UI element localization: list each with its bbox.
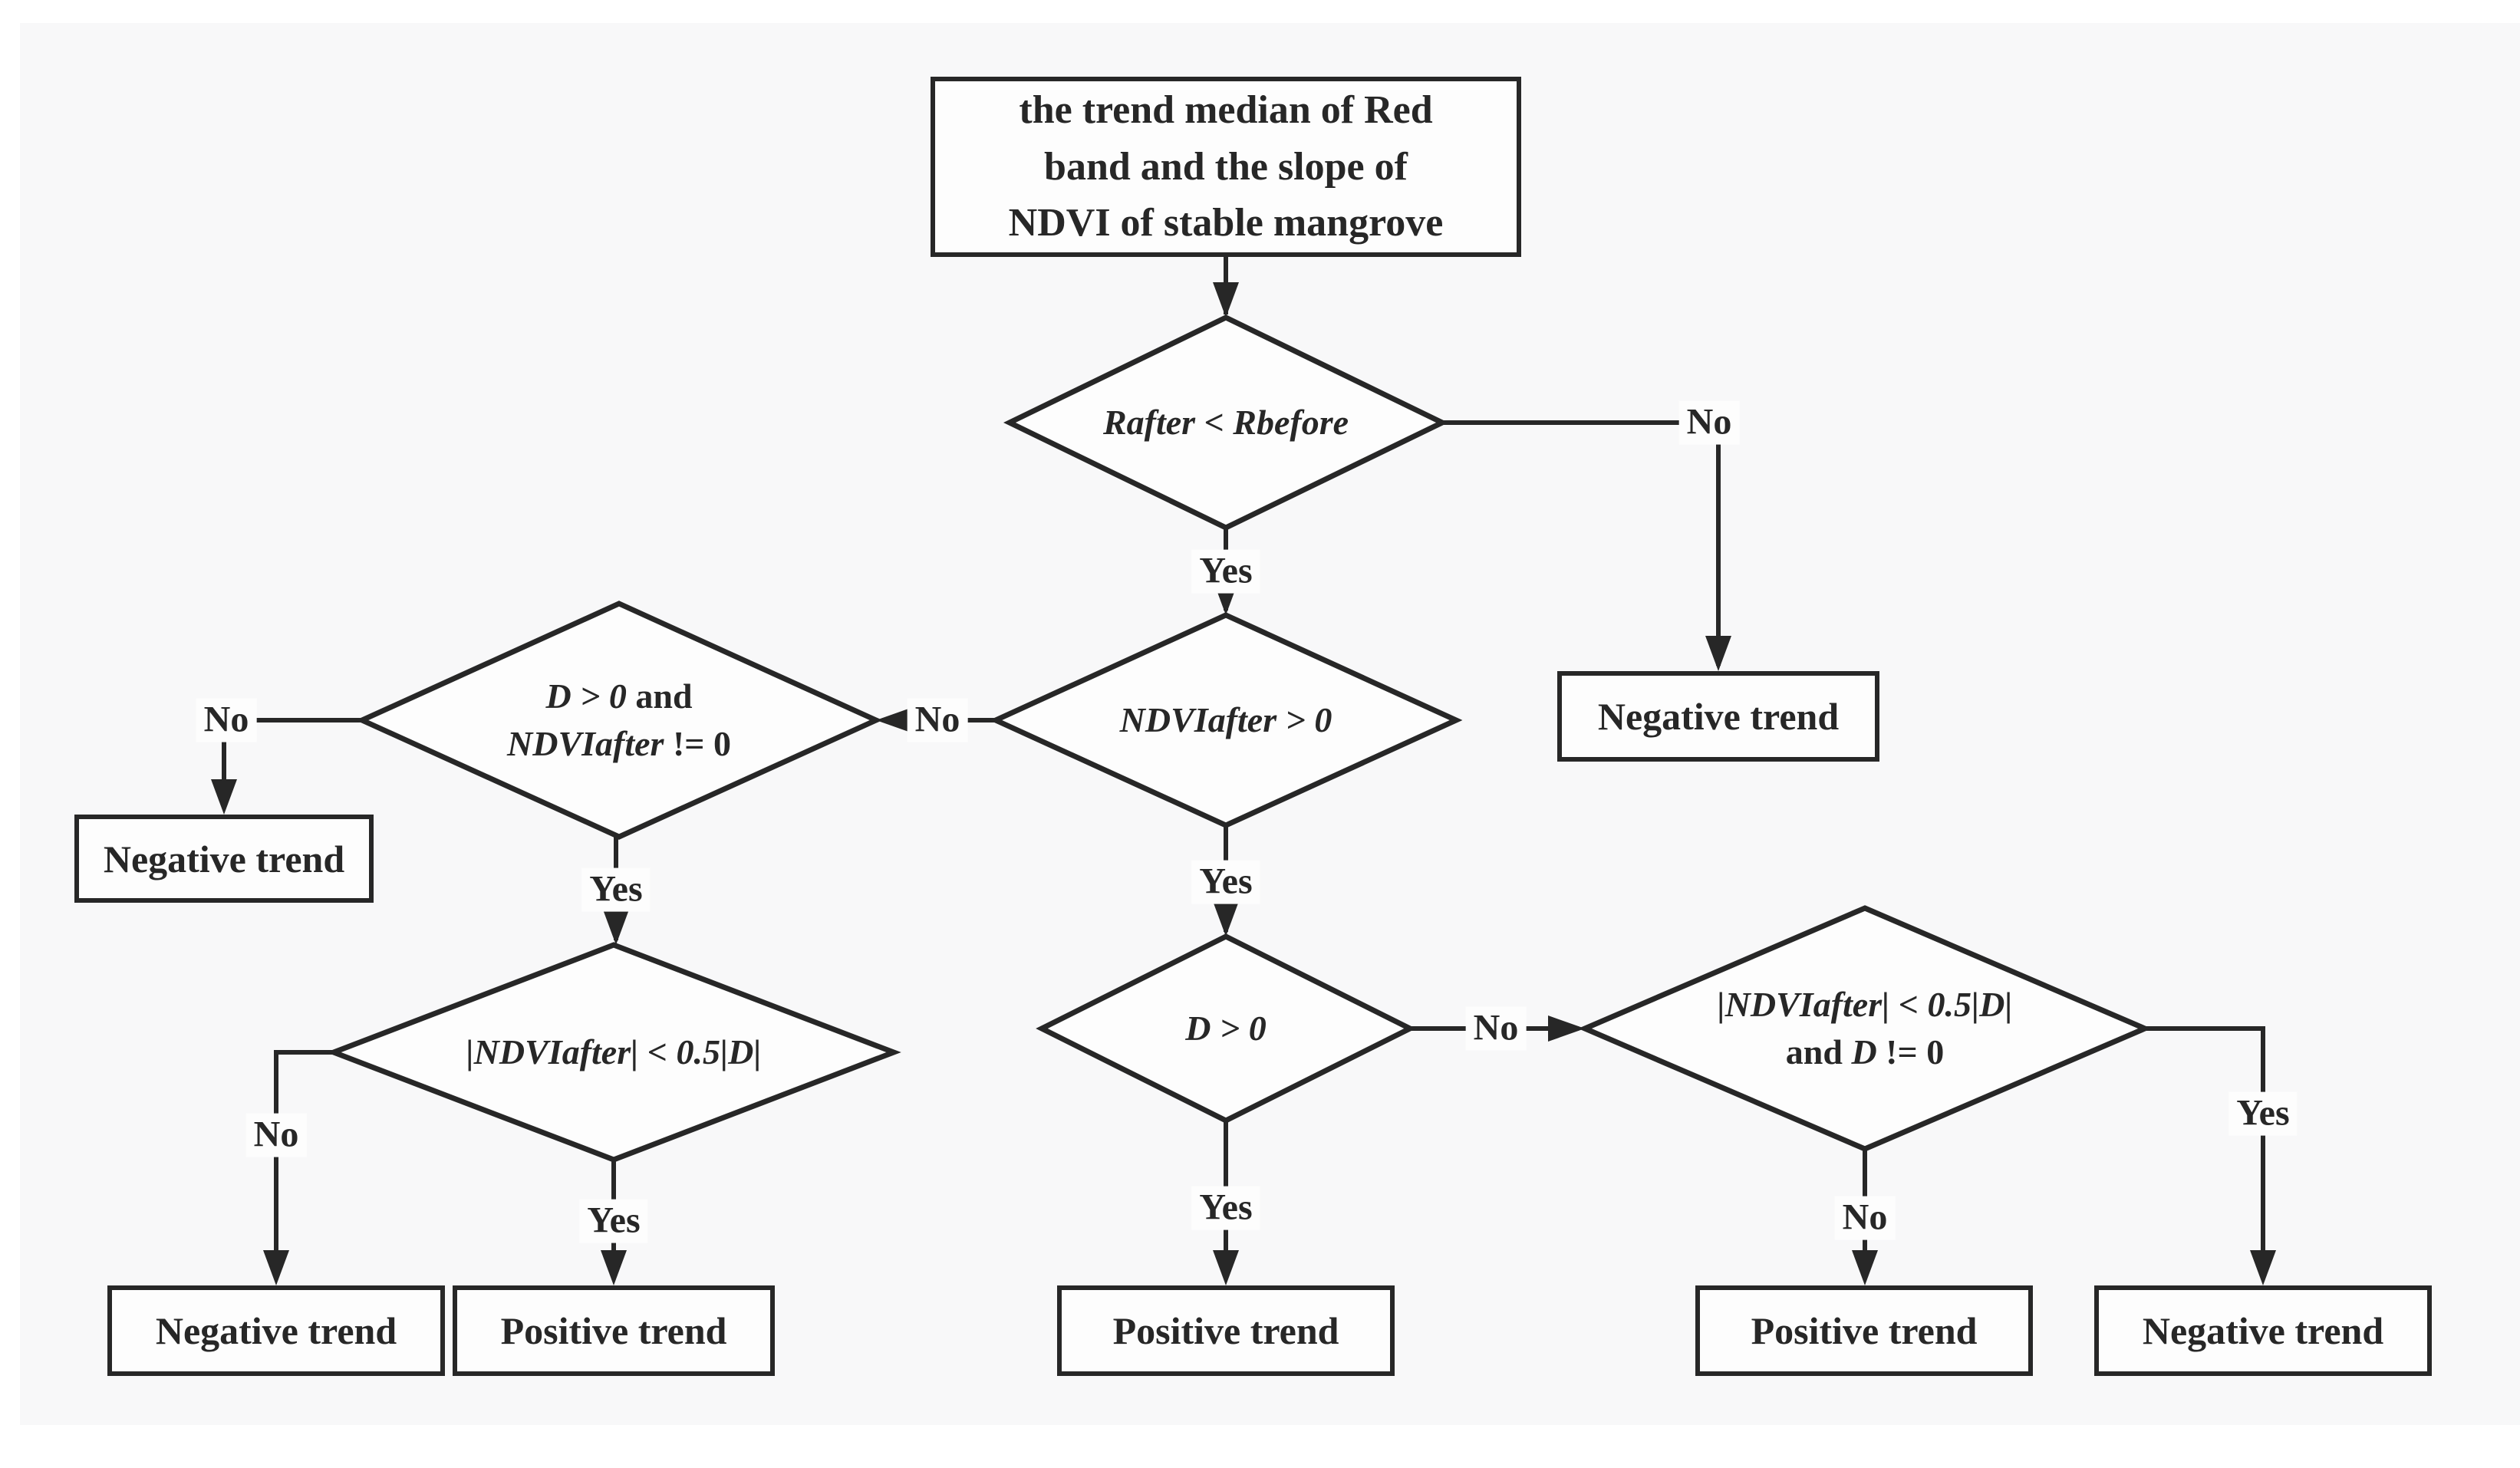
edge-label-red-no: No [1678,400,1740,445]
decision-red-label: Rafter < Rbefore [1102,402,1349,442]
edge-absright-yes [2145,1026,2265,1279]
arrowhead-into-negfarleft [211,779,237,815]
decision-absleft-label: |NDVIafter| < 0.5|D| [466,1032,762,1071]
edge-label-dpositive-yes: Yes [1191,1186,1260,1230]
outcome-label: Positive trend [500,1309,727,1352]
edge-absleft-no [274,1050,334,1279]
arrowhead-into-absleft [603,910,629,945]
edge-label-dpositive-no: No [1465,1006,1527,1051]
decision-ndviafter-shape [989,612,1463,828]
outcome-label: Positive trend [1751,1309,1978,1352]
arrowhead-into-red [1213,282,1239,318]
outcome-negative-top-right: Negative trend [1557,671,1879,762]
edge-label-absleft-yes: Yes [579,1199,648,1243]
outcome-positive-bottom-mid: Positive trend [1057,1285,1395,1376]
arrowhead-into-negtopright [1705,636,1731,671]
start-line-1: the trend median of Red [1019,87,1433,132]
decision-absright-label: |NDVIafter| < 0.5|D|and D != 0 [1717,984,2013,1071]
outcome-label: Negative trend [2142,1309,2384,1352]
arrowhead-into-posbottomleft [601,1250,627,1285]
edge-label-red-yes: Yes [1191,549,1260,594]
decision-dpositive-label: D > 0 [1185,1008,1267,1048]
edge-label-dandndvi-yes: Yes [581,867,651,912]
edge-label-dandndvi-no: No [196,698,257,742]
edge-label-absright-yes: Yes [2228,1091,2298,1136]
arrowhead-into-dandndvi [876,707,913,733]
arrowhead-into-negbottomfarright [2250,1250,2276,1285]
decision-dpositive-shape [1036,933,1416,1124]
decision-absright-shape [1578,905,2152,1152]
edge-label-ndviafter-yes: Yes [1191,860,1260,904]
arrowhead-into-posbottomright [1852,1250,1878,1285]
start-line-3: NDVI of stable mangrove [1008,201,1444,245]
edge-label-absleft-no: No [245,1113,307,1157]
outcome-label: Negative trend [103,837,345,880]
outcome-positive-bottom-left: Positive trend [453,1285,775,1376]
start-line-2: band and the slope of [1044,144,1408,189]
edge-label-absright-no: No [1834,1196,1896,1240]
outcome-negative-far-left: Negative trend [74,815,374,903]
decision-red-shape [1003,314,1449,531]
outcome-positive-bottom-right: Positive trend [1695,1285,2033,1376]
outcome-negative-bottom-far-right: Negative trend [2094,1285,2432,1376]
edge-red-no [1442,420,1721,666]
outcome-label: Positive trend [1112,1309,1339,1352]
outcome-negative-bottom-left: Negative trend [107,1285,445,1376]
arrowhead-into-posbottommid [1213,1250,1239,1285]
start-node: the trend median of Red band and the slo… [931,77,1521,257]
decision-absleft-shape [326,942,901,1163]
arrowhead-into-dpositive [1213,901,1239,936]
outcome-label: Negative trend [155,1309,397,1352]
edge-label-ndviafter-no: No [907,698,968,742]
decision-dandndvi-shape [355,601,883,840]
outcome-label: Negative trend [1597,695,1840,738]
arrowhead-into-absright [1548,1015,1585,1042]
arrowhead-into-negbottomleft [263,1250,289,1285]
decision-ndviafter-label: NDVIafter > 0 [1119,699,1332,739]
